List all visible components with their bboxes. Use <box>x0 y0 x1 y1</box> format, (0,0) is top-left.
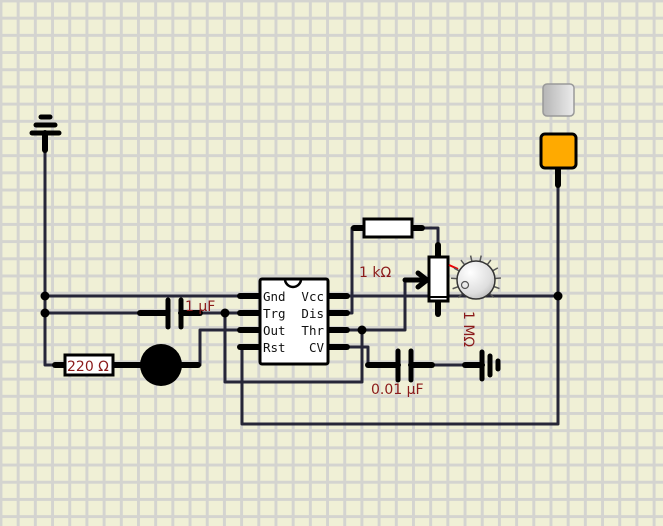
knob-tick <box>453 267 460 272</box>
resistor-discharge-label: 1 kΩ <box>359 265 391 281</box>
knob-tick <box>452 285 459 290</box>
ground-icon[interactable] <box>462 349 501 382</box>
push-button-icon[interactable] <box>542 83 575 117</box>
junction <box>40 291 50 301</box>
wire-out[interactable] <box>183 328 247 367</box>
ground-icon[interactable] <box>29 114 62 153</box>
wire-trg-thr[interactable] <box>223 311 364 384</box>
junction <box>553 291 563 301</box>
resistor-led[interactable]: 220 Ω <box>52 353 133 377</box>
pin-vcc: Vcc <box>301 289 324 304</box>
toggle-switch-icon[interactable] <box>539 132 578 188</box>
wire-left-rail[interactable] <box>43 148 67 367</box>
capacitor-trigger-label: 1 µF <box>185 299 215 315</box>
knob-tick <box>493 285 500 290</box>
potentiometer[interactable]: 1 MΩ <box>402 242 476 347</box>
capacitor-cv[interactable]: 0.01 µF <box>365 348 435 398</box>
resistor-led-label: 220 Ω <box>67 359 109 375</box>
pin-gnd: Gnd <box>263 289 286 304</box>
led-icon[interactable] <box>127 344 201 386</box>
knob-tick <box>492 267 499 272</box>
capacitor-cv-label: 0.01 µF <box>371 382 424 398</box>
potentiometer-knob-icon[interactable] <box>451 255 501 300</box>
knob-tick <box>486 259 492 266</box>
knob-tick <box>479 255 482 262</box>
resistor-discharge[interactable]: 1 kΩ <box>351 217 425 281</box>
pin-out: Out <box>263 323 286 338</box>
knob-tick <box>460 259 466 266</box>
potentiometer-label: 1 MΩ <box>460 311 476 347</box>
knob-tick <box>469 255 473 262</box>
ic-555[interactable]: Gnd Trg Out Rst Vcc Dis Thr CV <box>237 277 350 366</box>
pin-rst: Rst <box>263 340 286 355</box>
junction <box>357 325 367 335</box>
pin-trg: Trg <box>263 306 286 321</box>
pin-thr: Thr <box>301 323 324 338</box>
knob-tick <box>457 292 464 299</box>
wire-thr[interactable] <box>348 278 417 332</box>
junction <box>220 308 230 318</box>
pin-cv: CV <box>309 340 325 355</box>
knob-tick <box>489 292 495 299</box>
pin-dis: Dis <box>301 306 324 321</box>
junctions <box>40 291 563 335</box>
capacitor-trigger[interactable]: 1 µF <box>137 297 215 330</box>
junction <box>40 308 50 318</box>
